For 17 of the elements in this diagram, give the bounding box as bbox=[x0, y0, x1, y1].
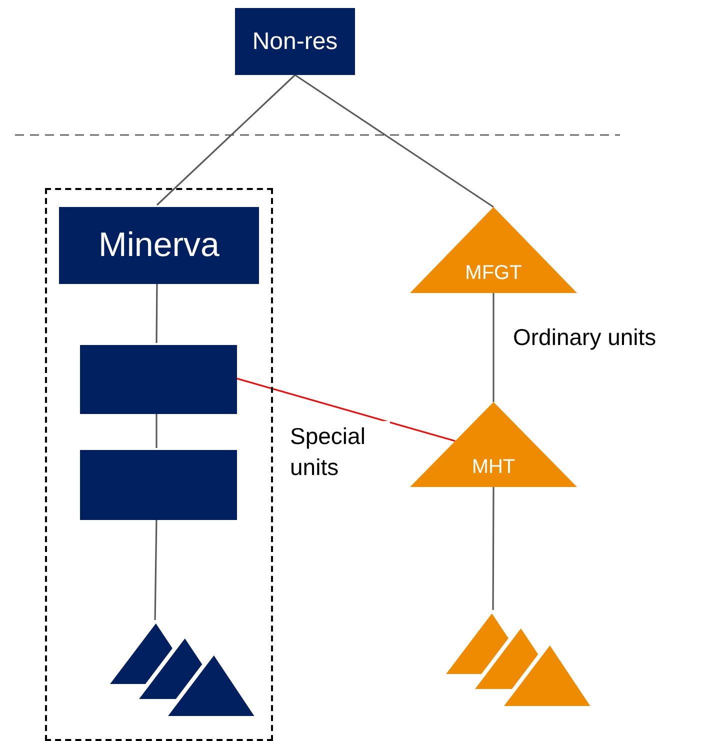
node-label: Non-res bbox=[252, 28, 338, 56]
node-label: Minerva bbox=[98, 226, 220, 265]
connector-line bbox=[156, 74, 296, 206]
connector-line bbox=[154, 518, 158, 622]
connector-line bbox=[492, 293, 494, 402]
process-box bbox=[80, 345, 237, 414]
node-label: MFGT bbox=[465, 262, 522, 285]
triangle-node bbox=[410, 207, 577, 293]
node-label: MHT bbox=[472, 456, 516, 479]
process-box bbox=[59, 207, 259, 284]
process-box bbox=[80, 450, 237, 520]
triangle-node bbox=[410, 402, 577, 487]
connector-line bbox=[294, 74, 494, 208]
dashed-group-box bbox=[45, 188, 273, 741]
connector-line bbox=[156, 282, 158, 343]
root-box bbox=[235, 8, 355, 75]
connector-line bbox=[156, 412, 158, 448]
